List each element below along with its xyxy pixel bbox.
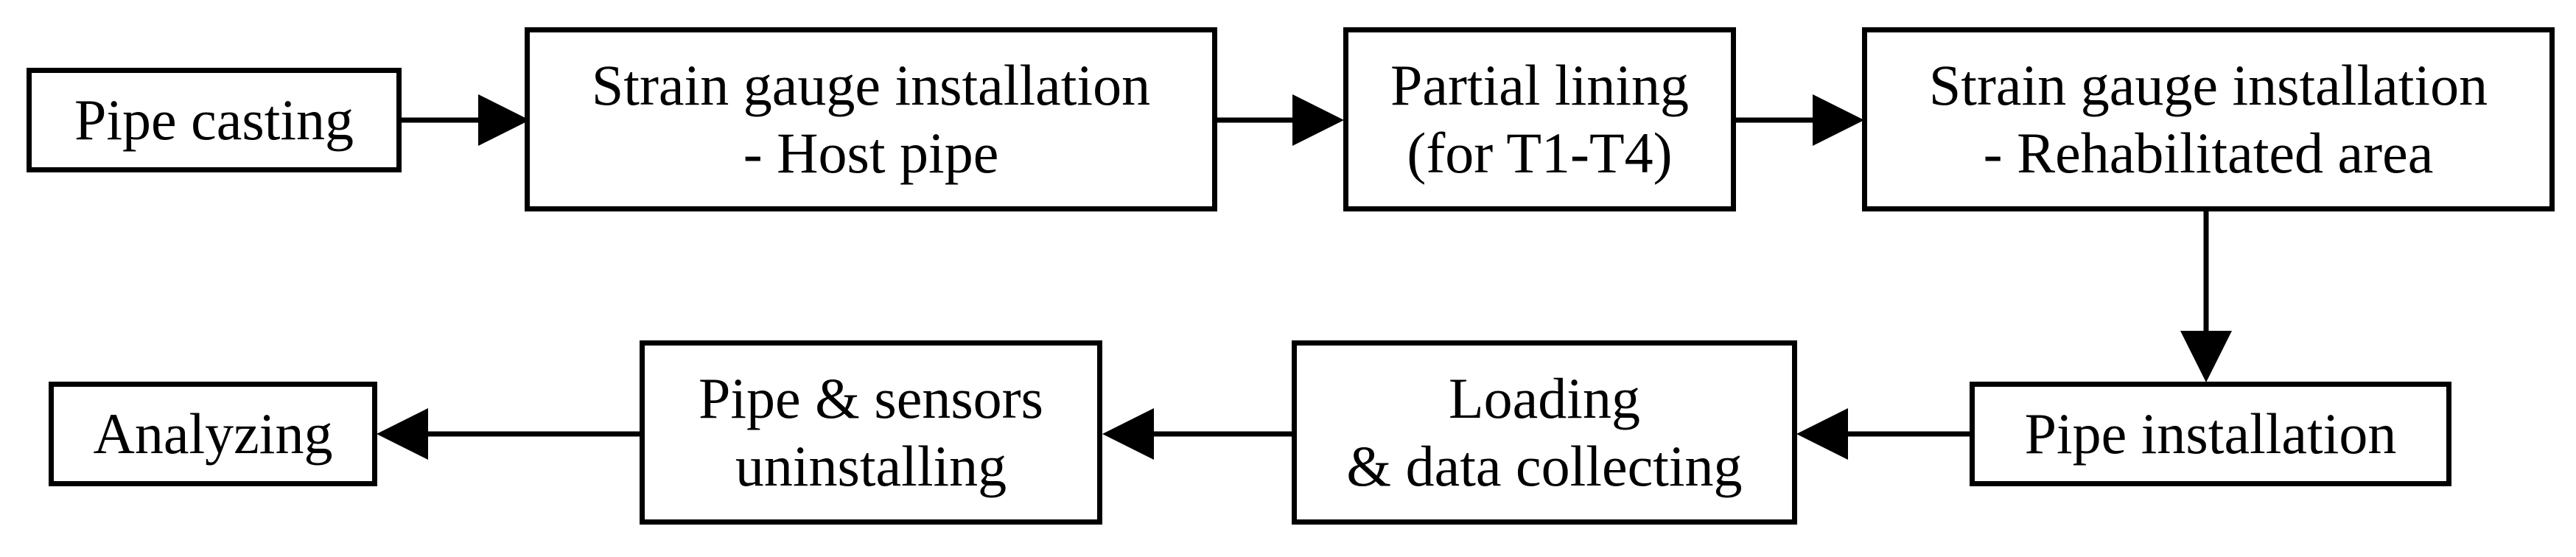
node-strain-gauge-rehab-line-2: - Rehabilitated area: [1983, 121, 2434, 185]
node-pipe-sensors-uninstall: Pipe & sensors uninstalling: [640, 340, 1102, 525]
node-partial-lining-line-2: (for T1-T4): [1407, 121, 1673, 185]
node-loading-data-line-2: & data collecting: [1346, 434, 1743, 498]
node-pipe-casting: Pipe casting: [27, 68, 402, 172]
node-partial-lining-line-1: Partial lining: [1390, 52, 1690, 117]
node-loading-data-line-1: Loading: [1449, 365, 1640, 430]
node-analyzing: Analyzing: [49, 382, 377, 486]
node-loading-data: Loading & data collecting: [1292, 340, 1797, 525]
node-pipe-installation-line-1: Pipe installation: [2024, 401, 2397, 466]
node-pipe-installation: Pipe installation: [1970, 382, 2451, 486]
node-strain-gauge-rehab: Strain gauge installation - Rehabilitate…: [1862, 27, 2555, 211]
node-strain-gauge-host-line-2: - Host pipe: [743, 121, 999, 185]
node-pipe-sensors-uninstall-line-1: Pipe & sensors: [699, 365, 1043, 430]
node-pipe-sensors-uninstall-line-2: uninstalling: [735, 434, 1007, 498]
node-strain-gauge-rehab-line-1: Strain gauge installation: [1928, 52, 2488, 117]
node-strain-gauge-host-line-1: Strain gauge installation: [591, 52, 1151, 117]
node-partial-lining: Partial lining (for T1-T4): [1343, 27, 1736, 211]
node-analyzing-line-1: Analyzing: [93, 401, 333, 466]
node-strain-gauge-host: Strain gauge installation - Host pipe: [525, 27, 1217, 211]
node-pipe-casting-line-1: Pipe casting: [74, 87, 354, 152]
